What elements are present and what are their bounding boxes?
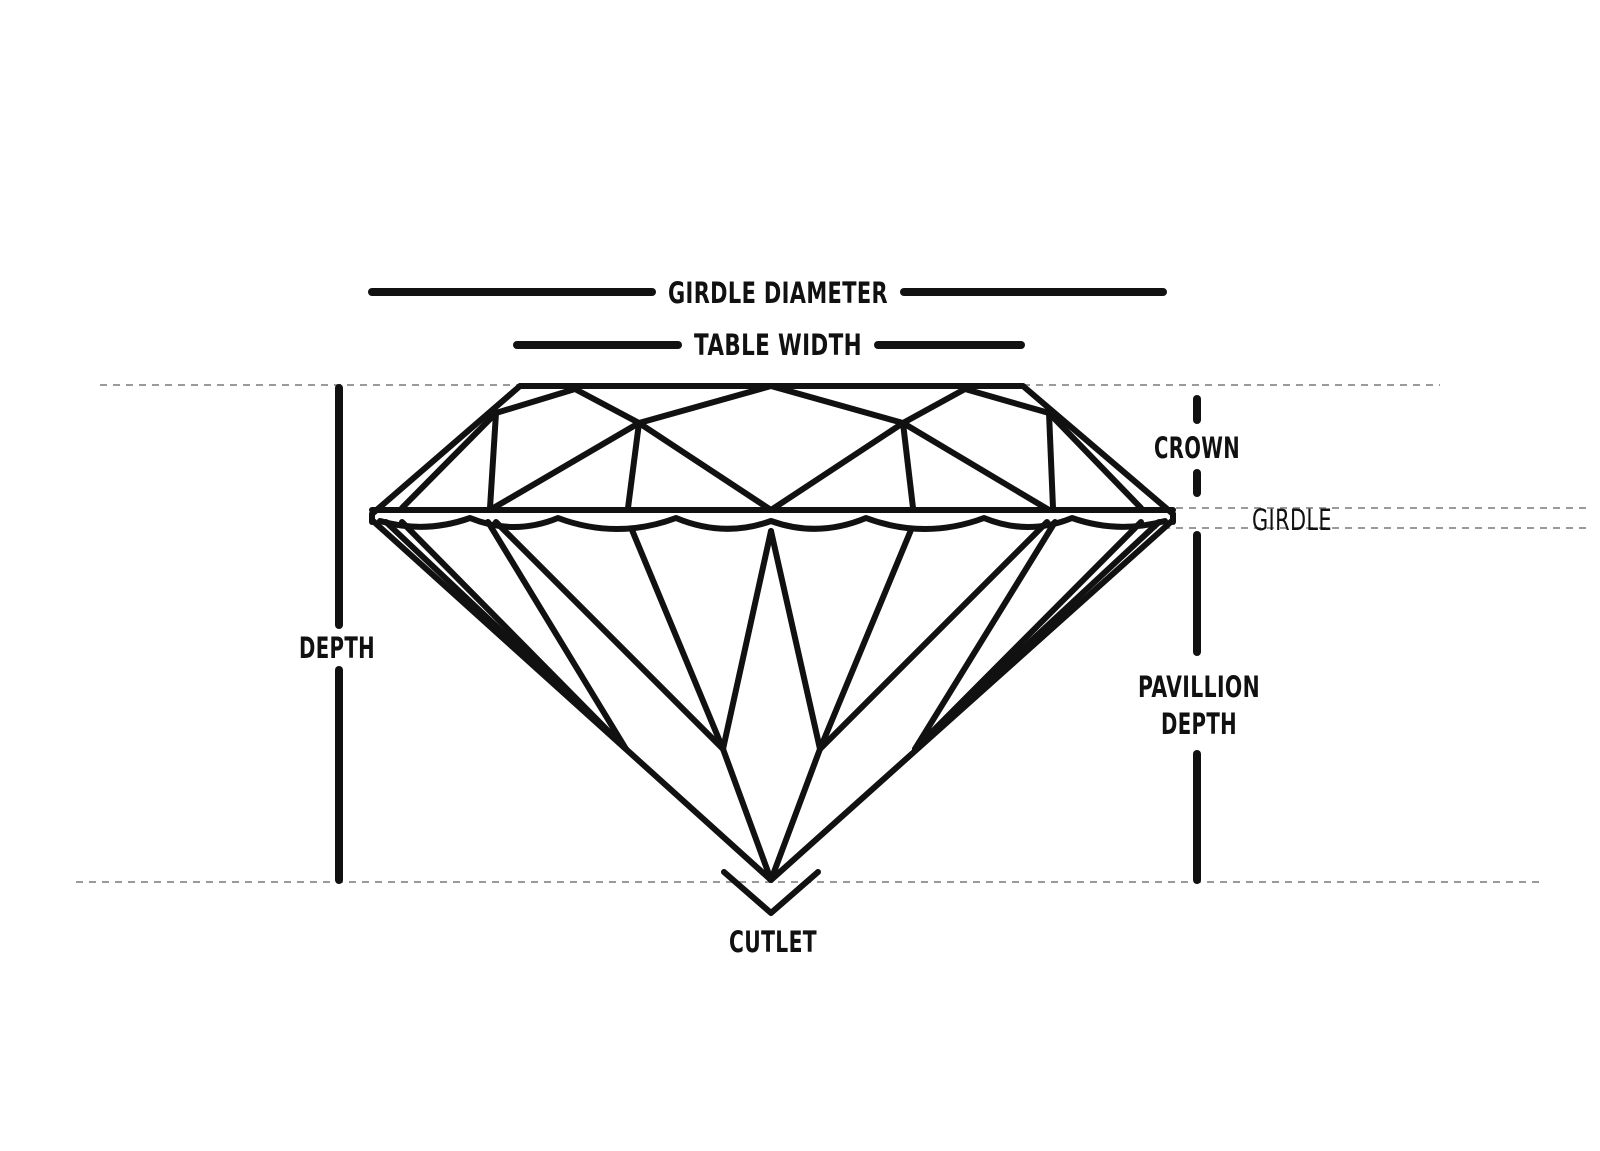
- labels: GIRDLE DIAMETER TABLE WIDTH CROWN GIRDLE…: [299, 276, 1332, 959]
- pav-lower-left: [720, 746, 774, 883]
- cutlet-chevron: [721, 869, 821, 916]
- pav-right-short-a: [971, 519, 1162, 697]
- pav-lower-right: [768, 746, 823, 883]
- crown-zigzag: [493, 383, 1052, 426]
- crown-label: CROWN: [1154, 431, 1240, 465]
- pav-left-short-a: [383, 519, 571, 697]
- crown-facet-l1: [487, 410, 499, 511]
- crown-star-facets: [487, 420, 1052, 513]
- pav-inner-left-long: [399, 519, 629, 752]
- cutlet-label: CUTLET: [729, 925, 817, 959]
- pav-inner-right-long: [912, 519, 1144, 752]
- pav-left-c: [493, 519, 726, 752]
- depth-label: DEPTH: [299, 631, 375, 665]
- measurement-bars: [335, 288, 1201, 884]
- girdle-label: GIRDLE: [1252, 503, 1332, 537]
- pav-right-d: [817, 527, 914, 752]
- pavilion-facets: [383, 519, 1162, 883]
- pavillion-depth-label-line2: DEPTH: [1161, 707, 1237, 741]
- diamond-drawing: [369, 383, 1176, 916]
- crown-facet-l2: [625, 420, 642, 511]
- pav-right-b: [912, 519, 1058, 752]
- pav-left-d: [629, 527, 726, 752]
- diamond-pavilion-outline: [369, 517, 1176, 883]
- crown-facets: [399, 383, 1144, 513]
- crown-facet-r2: [900, 420, 916, 511]
- crown-facet-l0: [399, 410, 499, 511]
- pavillion-depth-label-line1: PAVILLION: [1138, 670, 1260, 704]
- crown-facet-r1: [1046, 410, 1056, 511]
- pav-right-c: [817, 519, 1050, 752]
- pav-center-right: [768, 528, 823, 752]
- pav-left-b: [485, 519, 629, 752]
- table-width-label: TABLE WIDTH: [694, 328, 862, 362]
- pav-center-left: [720, 528, 774, 752]
- girdle-diameter-label: GIRDLE DIAMETER: [668, 276, 888, 310]
- crown-facet-r0: [1046, 410, 1144, 511]
